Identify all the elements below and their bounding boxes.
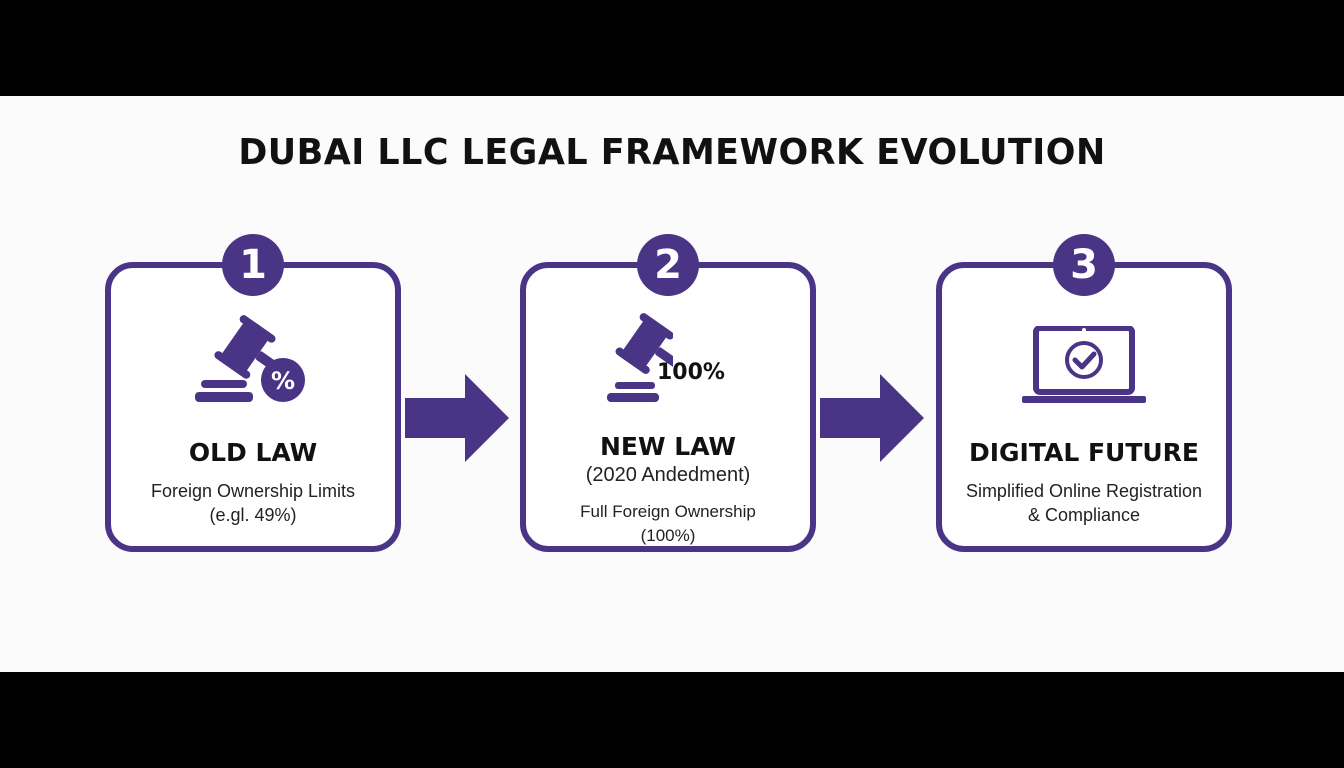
gavel-percent-icon: % <box>193 308 313 413</box>
svg-text:%: % <box>271 367 295 395</box>
step-heading: NEW LAW <box>599 432 736 461</box>
step-card-old-law: 1 % OLD LAW Foreign Ownership Limit <box>105 234 401 552</box>
step-heading: DIGITAL FUTURE <box>968 438 1200 467</box>
step-description-line2: (e.gl. 49%) <box>209 505 297 525</box>
step-description-line2: & Compliance <box>1027 505 1141 525</box>
step-description-line2: (100%) <box>640 526 696 545</box>
ownership-percent-label: 100% <box>657 360 725 385</box>
step-number-badge: 3 <box>1053 234 1115 296</box>
gavel-icon: 100% <box>603 306 733 411</box>
step-subheading: (2020 Andedment) <box>585 464 751 486</box>
step-card-new-law: 2 100% NEW LAW (2020 Andedment) Full For… <box>520 234 816 552</box>
step-description-line1: Simplified Online Registration <box>965 481 1203 501</box>
step-card-digital-future: 3 DIGITAL FUTURE Simplified Online Regis… <box>936 234 1232 552</box>
step-number-badge: 2 <box>637 234 699 296</box>
step-description-line1: Full Foreign Ownership <box>580 502 756 521</box>
arrow-right-icon <box>405 374 510 469</box>
step-description-line1: Foreign Ownership Limits <box>150 481 356 501</box>
diagram-title: DUBAI LLC LEGAL FRAMEWORK EVOLUTION <box>238 132 1106 173</box>
diagram-canvas: DUBAI LLC LEGAL FRAMEWORK EVOLUTION 1 % <box>0 96 1344 672</box>
laptop-checkmark-icon <box>1022 325 1146 415</box>
step-number-badge: 1 <box>222 234 284 296</box>
step-heading: OLD LAW <box>188 438 318 467</box>
arrow-right-icon <box>820 374 925 469</box>
